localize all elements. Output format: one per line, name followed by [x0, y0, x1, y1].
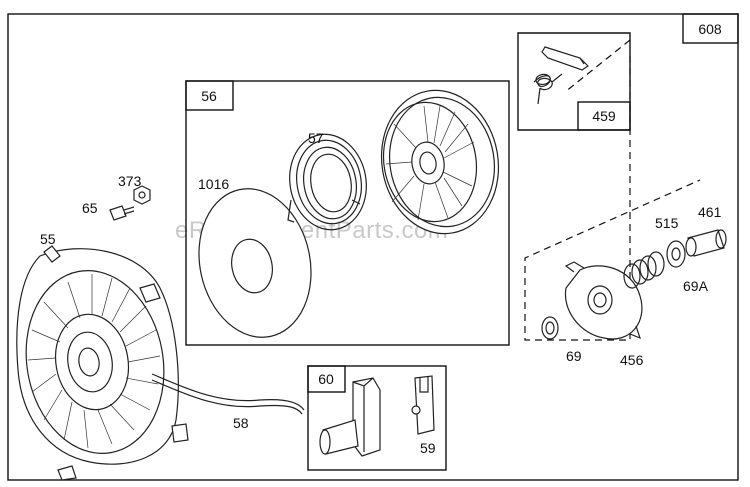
- pulley: [380, 89, 500, 235]
- label-461: 461: [698, 204, 722, 220]
- pawl: [541, 46, 589, 71]
- starter-housing: [16, 245, 189, 481]
- grip-insert: [411, 375, 435, 435]
- label-1016: 1016: [198, 176, 229, 192]
- washer-69A-part: [666, 240, 686, 268]
- label-69A: 69A: [683, 278, 709, 294]
- assembly-label: 608: [698, 21, 722, 37]
- rope-58-inner: [151, 379, 303, 415]
- rewind-box: [185, 80, 510, 346]
- label-59: 59: [420, 440, 436, 456]
- label-373: 373: [118, 173, 142, 189]
- grip-box: [307, 365, 447, 471]
- outer-frame: [7, 13, 739, 481]
- label-58: 58: [233, 415, 249, 431]
- spring-515-coil: [623, 251, 665, 289]
- label-57: 57: [308, 130, 324, 146]
- spring-57: [287, 133, 367, 231]
- assembly-dashed-outline: [524, 39, 701, 341]
- rewind-box-label-frame: [185, 80, 234, 111]
- label-69: 69: [566, 348, 582, 364]
- label-65: 65: [82, 200, 98, 216]
- shaft-461: [685, 229, 727, 257]
- washer-1016: [198, 188, 312, 338]
- grip-box-label-frame: [307, 365, 346, 393]
- washer-69-part: [541, 316, 559, 340]
- grip-box-label: 60: [318, 371, 334, 387]
- pawl-spring: [533, 73, 563, 105]
- pawl-box-label: 459: [592, 108, 616, 124]
- pawl-retainer-plate: [564, 261, 643, 340]
- nut-373: [133, 185, 151, 205]
- label-55: 55: [40, 231, 56, 247]
- screw-65: [109, 205, 135, 221]
- rewind-box-label: 56: [201, 88, 217, 104]
- assembly-label-box: [682, 13, 739, 44]
- rope-58: [151, 373, 305, 411]
- label-456: 456: [620, 352, 644, 368]
- label-515: 515: [655, 215, 679, 231]
- starter-grip: [319, 377, 381, 457]
